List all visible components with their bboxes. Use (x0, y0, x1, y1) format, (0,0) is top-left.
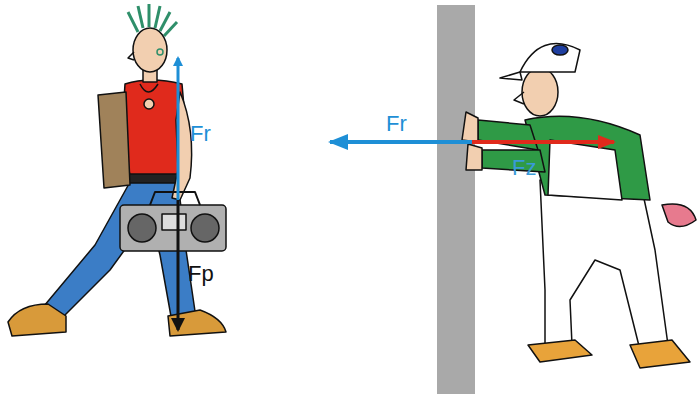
force-arrow (177, 200, 180, 330)
painter-figure (462, 44, 696, 368)
force-label: Fz (512, 156, 536, 180)
force-label: Fp (188, 262, 214, 286)
force-arrow (472, 140, 614, 144)
force-label: Fr (386, 112, 407, 136)
force-arrow (330, 140, 472, 144)
force-label: Fr (190, 122, 211, 146)
force-arrow (177, 58, 180, 200)
wall (437, 5, 475, 394)
punk-figure (8, 4, 226, 336)
